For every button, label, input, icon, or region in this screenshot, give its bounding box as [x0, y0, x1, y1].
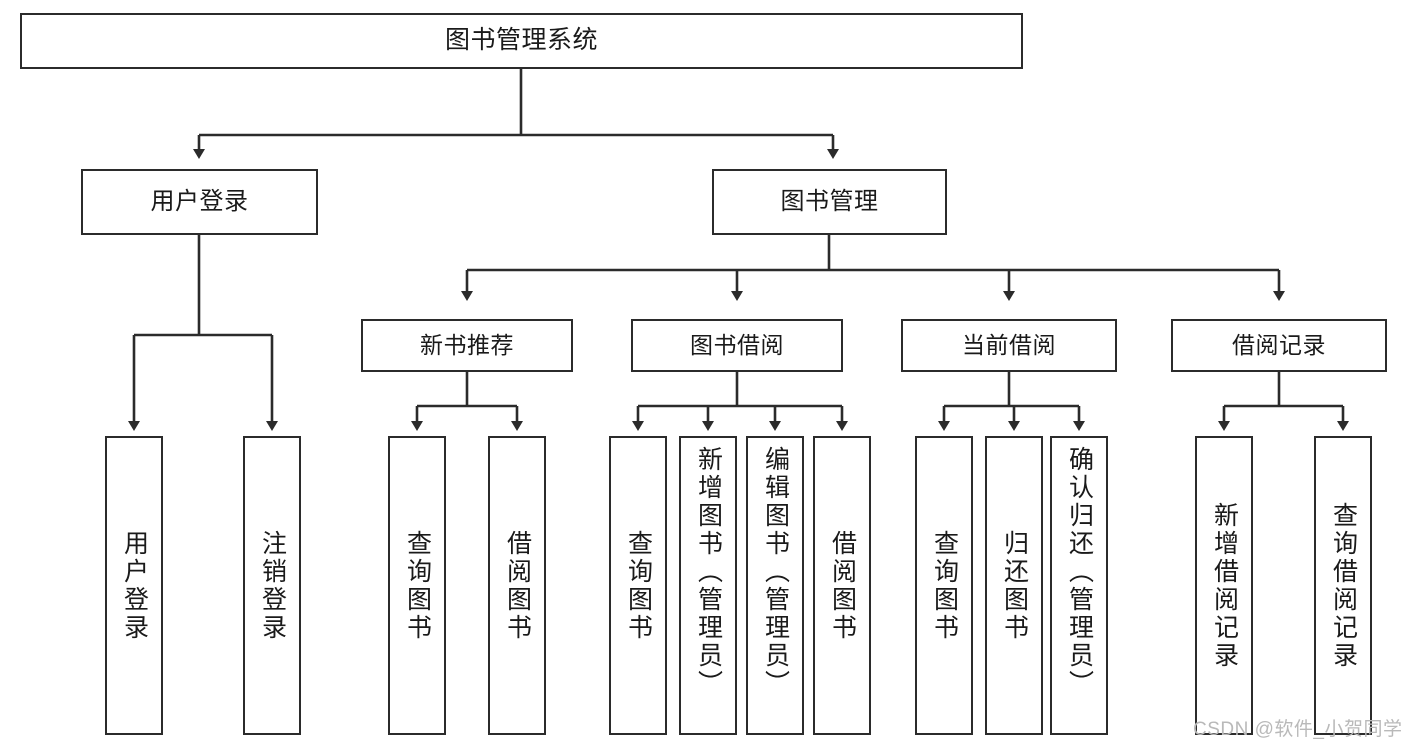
leaf-label: 查询借阅记录 — [1329, 501, 1358, 670]
node-borrow-record[interactable]: 借阅记录 — [1171, 319, 1387, 372]
node-root-label: 图书管理系统 — [444, 26, 598, 55]
node-new-book-recommend-label: 新书推荐 — [420, 331, 514, 358]
node-borrow-record-label: 借阅记录 — [1232, 331, 1326, 358]
leaf-current-confirm-return-admin[interactable]: 确认归还（管理员） — [1050, 436, 1108, 735]
leaf-label: 查询图书 — [624, 529, 653, 642]
leaf-label: 编辑图书（管理员） — [761, 446, 790, 698]
node-book-management[interactable]: 图书管理 — [712, 169, 947, 235]
node-book-management-label: 图书管理 — [780, 187, 879, 215]
leaf-user-login-logout[interactable]: 注销登录 — [243, 436, 301, 735]
node-new-book-recommend[interactable]: 新书推荐 — [361, 319, 573, 372]
leaf-current-return-book[interactable]: 归还图书 — [985, 436, 1043, 735]
leaf-label: 借阅图书 — [503, 529, 532, 642]
leaf-label: 查询图书 — [930, 529, 959, 642]
node-user-login-label: 用户登录 — [150, 187, 249, 215]
leaf-label: 注销登录 — [258, 529, 287, 642]
watermark-csdn: CSDN @软件_小贺同学 — [1193, 719, 1403, 740]
node-root-book-management-system[interactable]: 图书管理系统 — [20, 13, 1023, 69]
leaf-record-add-borrow-record[interactable]: 新增借阅记录 — [1195, 436, 1253, 735]
leaf-label: 归还图书 — [1000, 529, 1029, 642]
leaf-label: 新增图书（管理员） — [694, 446, 723, 698]
node-current-borrow-label: 当前借阅 — [962, 331, 1056, 358]
node-user-login[interactable]: 用户登录 — [81, 169, 318, 235]
node-current-borrow[interactable]: 当前借阅 — [901, 319, 1117, 372]
leaf-current-query-book[interactable]: 查询图书 — [915, 436, 973, 735]
leaf-label: 查询图书 — [403, 529, 432, 642]
leaf-new-book-borrow-book[interactable]: 借阅图书 — [488, 436, 546, 735]
leaf-borrow-query-book[interactable]: 查询图书 — [609, 436, 667, 735]
leaf-label: 用户登录 — [120, 529, 149, 642]
leaf-new-book-query-book[interactable]: 查询图书 — [388, 436, 446, 735]
leaf-label: 借阅图书 — [828, 529, 857, 642]
leaf-borrow-add-book-admin[interactable]: 新增图书（管理员） — [679, 436, 737, 735]
leaf-borrow-borrow-book[interactable]: 借阅图书 — [813, 436, 871, 735]
leaf-label: 新增借阅记录 — [1210, 501, 1239, 670]
leaf-borrow-edit-book-admin[interactable]: 编辑图书（管理员） — [746, 436, 804, 735]
leaf-record-query-borrow-record[interactable]: 查询借阅记录 — [1314, 436, 1372, 735]
leaf-label: 确认归还（管理员） — [1065, 446, 1094, 698]
node-book-borrow[interactable]: 图书借阅 — [631, 319, 843, 372]
node-book-borrow-label: 图书借阅 — [690, 331, 784, 358]
leaf-user-login-login[interactable]: 用户登录 — [105, 436, 163, 735]
